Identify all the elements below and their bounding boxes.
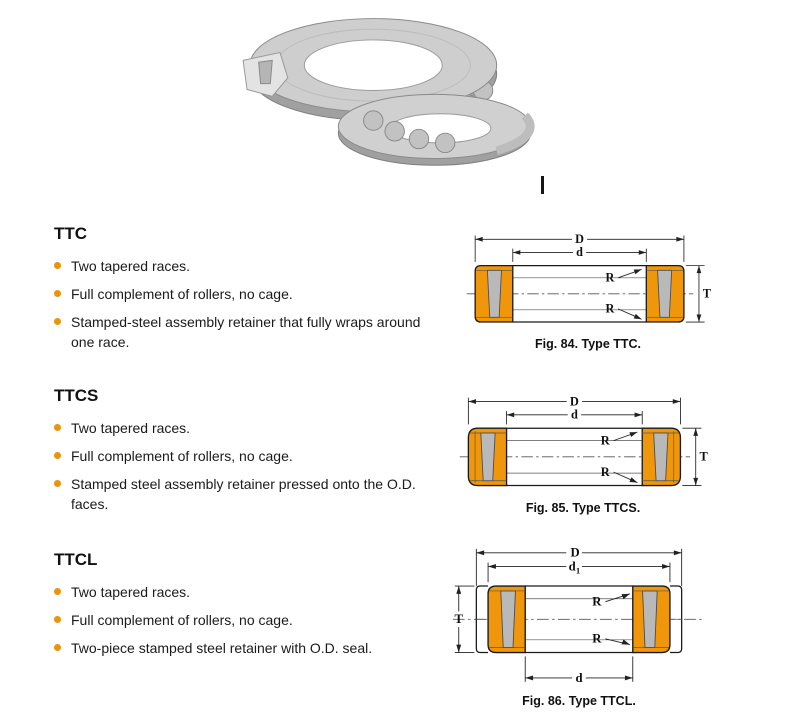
bullet-dot-icon bbox=[54, 588, 61, 595]
figure-ttcl-caption: Fig. 86. Type TTCL. bbox=[522, 693, 636, 708]
section-ttcl-bullets: Two tapered races. Full complement of ro… bbox=[54, 582, 426, 658]
bearing-cutaway-illustration bbox=[242, 18, 535, 166]
figure-ttcs: D d R R bbox=[455, 390, 711, 515]
bearing-outline bbox=[475, 585, 683, 654]
dimension-R-top: R bbox=[606, 268, 642, 285]
bullet-dot-icon bbox=[54, 262, 61, 269]
bearing-photo bbox=[224, 4, 542, 174]
bullet-dot-icon bbox=[54, 318, 61, 325]
figure-ttc-caption: Fig. 84. Type TTC. bbox=[534, 337, 642, 352]
cursor-artifact bbox=[541, 176, 544, 194]
dimension-d1: d 1 bbox=[487, 559, 671, 583]
lower-washer bbox=[337, 93, 535, 166]
section-ttcl: TTCL Two tapered races. Full complement … bbox=[54, 550, 426, 666]
dimension-R-top: R bbox=[592, 593, 630, 609]
dim-label-D: D bbox=[575, 232, 584, 246]
dim-label-R-top: R bbox=[606, 271, 615, 285]
dimension-D: D bbox=[475, 546, 683, 587]
dimension-d: d bbox=[512, 245, 647, 262]
bullet-dot-icon bbox=[54, 424, 61, 431]
dimension-d-bottom: d bbox=[524, 656, 634, 685]
bullet-text: Two tapered races. bbox=[71, 584, 191, 600]
list-item: Full complement of rollers, no cage. bbox=[54, 446, 426, 466]
list-item: Two tapered races. bbox=[54, 582, 426, 602]
section-ttcs-bullets: Two tapered races. Full complement of ro… bbox=[54, 418, 426, 514]
section-ttcs-heading: TTCS bbox=[54, 386, 99, 405]
section-ttc: TTC Two tapered races. Full complement o… bbox=[54, 224, 426, 360]
list-item: Stamped-steel assembly retainer that ful… bbox=[54, 312, 426, 352]
dimension-d: d bbox=[506, 408, 643, 425]
bullet-text: Full complement of rollers, no cage. bbox=[71, 612, 293, 628]
dim-label-T: T bbox=[703, 287, 711, 301]
dim-label-D: D bbox=[570, 394, 579, 408]
dimension-R-top: R bbox=[601, 431, 638, 447]
bullet-text: Full complement of rollers, no cage. bbox=[71, 448, 293, 464]
dimension-R-bottom: R bbox=[592, 632, 630, 646]
dimension-T: T bbox=[454, 585, 475, 653]
list-item: Two tapered races. bbox=[54, 256, 426, 276]
dimension-R-bottom: R bbox=[601, 465, 638, 484]
dimension-D: D bbox=[467, 394, 681, 425]
bullet-dot-icon bbox=[54, 616, 61, 623]
bearing-outline bbox=[467, 427, 682, 487]
section-ttc-heading: TTC bbox=[54, 224, 88, 243]
bullet-text: Two-piece stamped steel retainer with O.… bbox=[71, 640, 373, 656]
dim-label-R-top: R bbox=[601, 433, 611, 447]
dim-label-T: T bbox=[700, 450, 709, 464]
dim-label-R-bottom: R bbox=[606, 302, 615, 316]
dimension-T: T bbox=[682, 427, 709, 486]
dim-label-T: T bbox=[454, 612, 463, 626]
loose-rollers-icon bbox=[363, 110, 456, 154]
list-item: Full complement of rollers, no cage. bbox=[54, 610, 426, 630]
dim-label-d1-sub: 1 bbox=[576, 565, 580, 575]
cross-section-ttcl: D d 1 d bbox=[452, 546, 704, 685]
list-item: Two tapered races. bbox=[54, 418, 426, 438]
dim-label-R-top: R bbox=[592, 595, 602, 609]
dim-label-R-bottom: R bbox=[601, 465, 611, 479]
bullet-dot-icon bbox=[54, 644, 61, 651]
list-item: Full complement of rollers, no cage. bbox=[54, 284, 426, 304]
dimension-R-bottom: R bbox=[606, 302, 642, 320]
dimension-T: T bbox=[685, 265, 711, 323]
list-item: Stamped steel assembly retainer pressed … bbox=[54, 474, 426, 514]
list-item: Two-piece stamped steel retainer with O.… bbox=[54, 638, 426, 658]
bearing-outline bbox=[474, 264, 685, 323]
section-ttc-bullets: Two tapered races. Full complement of ro… bbox=[54, 256, 426, 352]
figure-ttcs-caption: Fig. 85. Type TTCS. bbox=[525, 500, 641, 515]
dimension-D: D bbox=[474, 232, 685, 262]
dim-label-R-bottom: R bbox=[592, 632, 602, 646]
bullet-dot-icon bbox=[54, 480, 61, 487]
dim-label-D: D bbox=[570, 546, 579, 560]
dim-label-d1: d bbox=[569, 559, 576, 573]
dim-label-d: d bbox=[576, 245, 583, 259]
figure-ttc: D d R R bbox=[462, 228, 714, 351]
bullet-text: Full complement of rollers, no cage. bbox=[71, 286, 293, 302]
cross-section-ttc: D d R R bbox=[466, 232, 711, 323]
bullet-text: Two tapered races. bbox=[71, 258, 191, 274]
dim-label-d: d bbox=[571, 408, 578, 422]
section-ttcs: TTCS Two tapered races. Full complement … bbox=[54, 386, 426, 522]
cross-section-ttcs: D d R R bbox=[459, 394, 709, 487]
bullet-dot-icon bbox=[54, 452, 61, 459]
bullet-text: Two tapered races. bbox=[71, 420, 191, 436]
bullet-text: Stamped steel assembly retainer pressed … bbox=[71, 476, 416, 512]
section-ttcl-heading: TTCL bbox=[54, 550, 98, 569]
cutaway-roller bbox=[258, 59, 273, 85]
dim-label-d: d bbox=[575, 671, 582, 685]
retainer-band bbox=[495, 112, 535, 155]
bullet-dot-icon bbox=[54, 290, 61, 297]
bullet-text: Stamped-steel assembly retainer that ful… bbox=[71, 314, 421, 350]
figure-ttcl: D d 1 d bbox=[447, 543, 711, 708]
